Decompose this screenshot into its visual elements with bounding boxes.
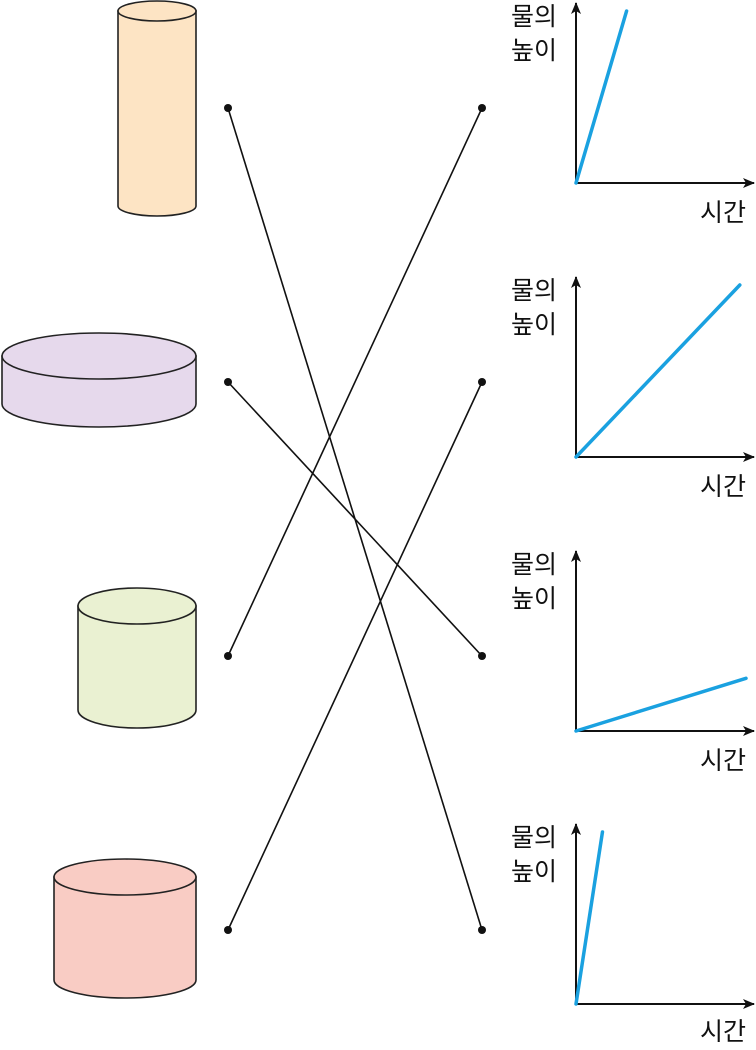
containers (1, 0, 197, 999)
graph-line (574, 830, 605, 1006)
left-endpoint-dot[interactable] (224, 104, 232, 112)
connection-line (227, 107, 483, 657)
y-axis-label-line1: 물의 (511, 276, 557, 305)
cylinder-top (77, 587, 197, 625)
cylinder-body (53, 876, 197, 999)
graphs: 물의 높이 시간 물의 높이 시간 물의 높이 시간 물의 높이 시간 (511, 2, 755, 1046)
x-axis-label: 시간 (700, 198, 746, 227)
right-endpoint-dot[interactable] (478, 104, 486, 112)
y-axis-label-line2: 높이 (511, 36, 557, 65)
y-axis-label-line1: 물의 (511, 2, 557, 31)
cylinder-body (117, 10, 197, 217)
y-axis-label-line2: 높이 (511, 584, 557, 613)
cylinder-medium (77, 587, 197, 729)
cylinder-top (117, 0, 197, 22)
cylinder-body (77, 605, 197, 729)
right-endpoint-dot[interactable] (478, 926, 486, 934)
graph-line (574, 283, 742, 459)
x-axis-label: 시간 (700, 1017, 746, 1046)
graph-line (574, 676, 748, 733)
cylinder-wide-tall (53, 858, 197, 999)
graph-4: 물의 높이 시간 (511, 823, 755, 1046)
y-axis-label-line2: 높이 (511, 857, 557, 886)
connection-line (227, 381, 483, 931)
right-endpoint-dot[interactable] (478, 652, 486, 660)
cylinder-tall-narrow (117, 0, 197, 217)
y-axis-label-line1: 물의 (511, 823, 557, 852)
connection-line (227, 381, 483, 657)
right-endpoint-dot[interactable] (478, 378, 486, 386)
graph-2: 물의 높이 시간 (511, 276, 755, 501)
left-endpoint-dot[interactable] (224, 378, 232, 386)
connection-lines (224, 104, 486, 934)
cylinder-top (53, 858, 197, 896)
graph-3: 물의 높이 시간 (511, 550, 755, 775)
x-axis-label: 시간 (700, 746, 746, 775)
graph-line (574, 9, 629, 185)
y-axis-label-line2: 높이 (511, 310, 557, 339)
graph-1: 물의 높이 시간 (511, 2, 755, 227)
cylinder-top (1, 332, 197, 380)
y-axis-label-line1: 물의 (511, 550, 557, 579)
cylinder-wide-flat (1, 332, 197, 428)
x-axis-label: 시간 (700, 472, 746, 501)
left-endpoint-dot[interactable] (224, 652, 232, 660)
left-endpoint-dot[interactable] (224, 926, 232, 934)
